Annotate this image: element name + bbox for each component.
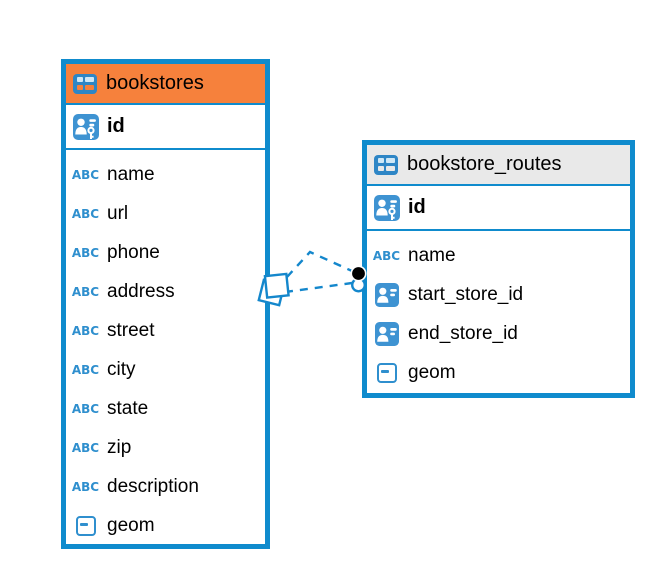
table-bookstores[interactable]: bookstores id ABC name ABC (61, 59, 270, 549)
column-name: id (107, 115, 125, 137)
column-name: start_store_id (408, 283, 524, 305)
column-list: ABC name ABC url ABC phone ABC address A… (66, 150, 265, 545)
text-type-icon: ABC (71, 206, 100, 221)
column-row-zip[interactable]: ABC zip (66, 428, 265, 467)
column-row-geom[interactable]: geom (66, 506, 265, 545)
column-name: url (107, 202, 129, 224)
column-name: name (107, 163, 155, 185)
column-name: phone (107, 241, 160, 263)
table-icon (73, 73, 97, 94)
text-type-icon: ABC (71, 401, 100, 416)
column-row-state[interactable]: ABC state (66, 389, 265, 428)
text-type-icon: ABC (71, 479, 100, 494)
column-name: zip (107, 436, 132, 458)
column-row-name[interactable]: ABC name (66, 155, 265, 194)
primary-key-icon (72, 113, 99, 140)
reference-type-icon (374, 321, 399, 346)
column-name: id (408, 196, 426, 218)
column-name: city (107, 358, 136, 380)
column-name: geom (107, 514, 155, 536)
text-type-icon: ABC (71, 284, 100, 299)
column-name: address (107, 280, 175, 302)
column-row-id[interactable]: id (66, 105, 265, 150)
text-type-icon: ABC (71, 440, 100, 455)
relation-line-lower[interactable] (284, 281, 353, 294)
column-row-end-store-id[interactable]: end_store_id (367, 314, 630, 353)
column-name: description (107, 475, 199, 497)
text-type-icon: ABC (71, 323, 100, 338)
column-list: ABC name start_store_id (367, 231, 630, 392)
column-row-address[interactable]: ABC address (66, 272, 265, 311)
column-name: geom (408, 361, 456, 383)
text-type-icon: ABC (71, 245, 100, 260)
column-name: name (408, 244, 456, 266)
reference-type-icon (374, 282, 399, 307)
column-row-url[interactable]: ABC url (66, 194, 265, 233)
column-row-start-store-id[interactable]: start_store_id (367, 275, 630, 314)
geometry-type-icon (376, 362, 397, 383)
table-icon (374, 154, 398, 175)
primary-key-icon (373, 194, 400, 221)
table-bookstore-routes[interactable]: bookstore_routes id ABC name (362, 140, 635, 398)
column-row-geom[interactable]: geom (367, 353, 630, 392)
column-row-phone[interactable]: ABC phone (66, 233, 265, 272)
column-name: state (107, 397, 149, 419)
column-row-name[interactable]: ABC name (367, 236, 630, 275)
table-name: bookstore_routes (407, 153, 562, 175)
text-type-icon: ABC (71, 167, 100, 182)
column-name: end_store_id (408, 322, 518, 344)
table-name: bookstores (106, 72, 204, 94)
geometry-type-icon (75, 515, 96, 536)
table-header-bookstore-routes[interactable]: bookstore_routes (367, 145, 630, 186)
column-row-description[interactable]: ABC description (66, 467, 265, 506)
column-row-id[interactable]: id (367, 186, 630, 231)
relation-line-upper[interactable] (286, 250, 353, 278)
table-header-bookstores[interactable]: bookstores (66, 64, 265, 105)
column-name: street (107, 319, 155, 341)
text-type-icon: ABC (372, 248, 401, 263)
text-type-icon: ABC (71, 362, 100, 377)
column-row-city[interactable]: ABC city (66, 350, 265, 389)
column-row-street[interactable]: ABC street (66, 311, 265, 350)
